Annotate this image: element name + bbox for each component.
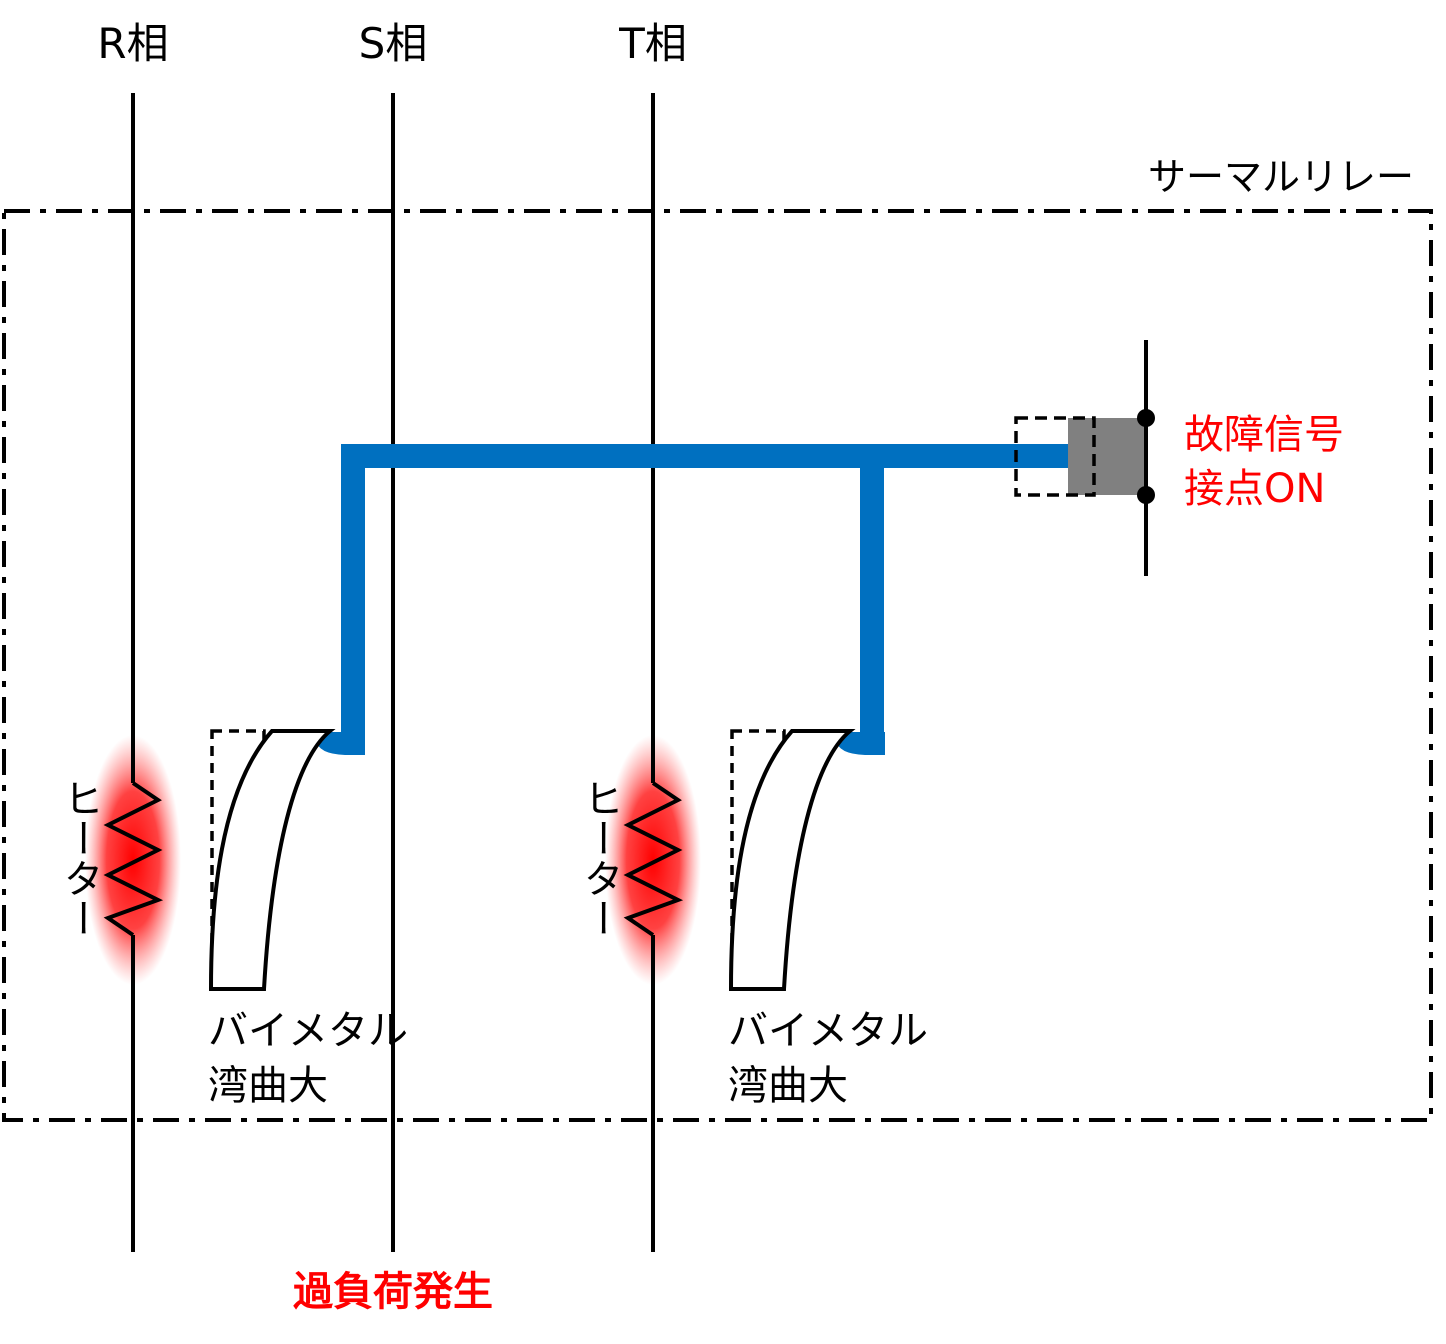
- bimetal-label-left-2: 湾曲大: [208, 1063, 328, 1109]
- linkage-tip-right: [836, 732, 885, 755]
- heater-label-t: ヒーター: [577, 778, 623, 938]
- contact-label-1: 故障信号: [1184, 412, 1344, 458]
- bimetal-label-left-1: バイメタル: [208, 1008, 408, 1054]
- heater-zigzag-t: [623, 781, 684, 937]
- phase-label-s: S相: [359, 19, 428, 68]
- heater-label-r: ヒーター: [57, 778, 103, 938]
- contact-point-top: [1137, 409, 1155, 427]
- bimetal-label-right-1: バイメタル: [728, 1008, 928, 1054]
- bimetal-bent-right: [728, 729, 856, 991]
- bimetal-label-right-2: 湾曲大: [728, 1063, 848, 1109]
- relay-label: サーマルリレー: [1148, 155, 1414, 199]
- contact-original-position: [1014, 416, 1096, 497]
- contact-label-2: 接点ON: [1184, 466, 1325, 512]
- contact-point-bottom: [1137, 486, 1155, 504]
- heater-zigzag-r: [103, 781, 164, 937]
- phase-label-t: T相: [618, 19, 687, 68]
- bimetal-original-left: [210, 729, 266, 991]
- linkage-bar: [341, 444, 1080, 745]
- contact-block: [1068, 418, 1146, 495]
- phase-label-r: R相: [97, 19, 168, 68]
- bimetal-bent-left: [208, 729, 336, 991]
- relay-enclosure: [2, 209, 1433, 1122]
- bimetal-original-right: [730, 729, 786, 991]
- overload-label: 過負荷発生: [293, 1269, 493, 1315]
- linkage-tip-left: [316, 732, 365, 755]
